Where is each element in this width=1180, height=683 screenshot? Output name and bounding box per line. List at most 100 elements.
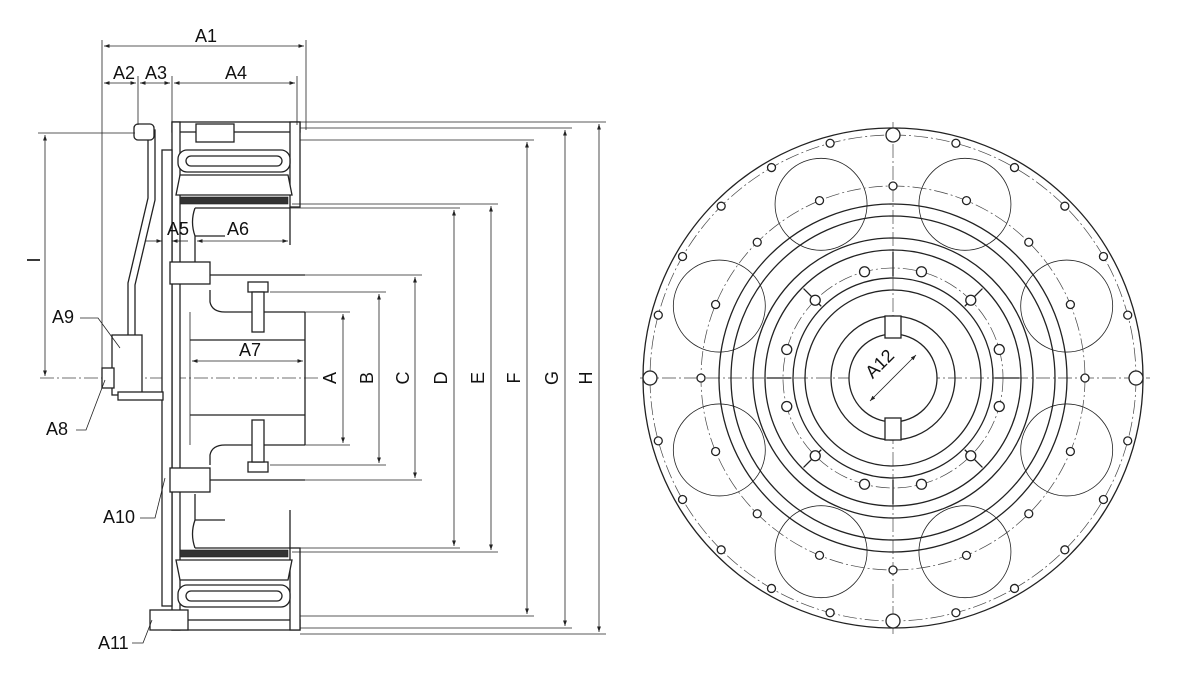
tube-bolt-hole [710, 299, 721, 310]
bolt-head-lower [247, 461, 269, 473]
outer-bolt-hole [951, 138, 961, 148]
hub-bolt-hole [809, 294, 821, 306]
tube-lobes [672, 157, 1114, 599]
hub-bolt-hole [781, 400, 793, 413]
tube-bolt-hole [1065, 446, 1076, 457]
tube-bolt-hole [961, 550, 972, 561]
leader-a9 [80, 317, 121, 349]
tube-lobe [1020, 259, 1114, 353]
bolt-shank-lower [251, 419, 265, 463]
label-a3: A3 [145, 63, 167, 83]
outer-bolt-hole [825, 138, 835, 148]
bolt-head-upper [247, 281, 269, 293]
outer-bolt-hole [653, 436, 663, 446]
outer-bolt-hole [1123, 310, 1133, 320]
outer-bolt-hole [885, 613, 901, 629]
hub-bolt-hole [858, 478, 871, 490]
tube-bolt-hole [752, 509, 762, 519]
label-b: B [357, 372, 377, 384]
tube-bolt-hole [752, 237, 762, 247]
tube-bolt-hole [696, 373, 706, 383]
hub-bolt-holes [781, 266, 1005, 490]
leader-a11 [132, 619, 153, 644]
hub-flange [792, 277, 994, 479]
hub-bolt-hole [993, 343, 1005, 356]
tube-lobe [918, 505, 1012, 599]
label-a2: A2 [113, 63, 135, 83]
housing-ring-mid [730, 215, 1056, 541]
tube-bolt-holes [696, 181, 1090, 575]
tube-bolt-hole [814, 550, 825, 561]
pressure-bladder-bottom [175, 559, 293, 581]
hub-bolt-circle [782, 267, 1004, 489]
outer-bolt-hole [951, 608, 961, 618]
tube-lobe [774, 505, 868, 599]
bolt-shank-upper [251, 291, 265, 333]
side-section-view: I A1 A2 A3 A4 A5 A6 A7 A9 A8 A10 A11 [24, 26, 606, 653]
bottom-fitting [149, 609, 189, 631]
bottom-flange [171, 619, 301, 631]
top-flange [171, 121, 301, 133]
label-a6: A6 [227, 219, 249, 239]
hub-bolt-hole [915, 266, 928, 278]
outer-bolt-hole [642, 370, 658, 386]
pipe-elbow [133, 123, 155, 141]
pressure-bladder-top [175, 174, 293, 196]
tube-bolt-hole [814, 195, 825, 206]
label-a7: A7 [239, 340, 261, 360]
tube-bolt-hole [1080, 373, 1090, 383]
keyway-top [884, 315, 902, 339]
tube-bolt-hole [710, 446, 721, 457]
label-a1: A1 [195, 26, 217, 46]
tube-lower-inner [185, 590, 283, 602]
leader-a10 [140, 477, 166, 519]
tube-bolt-hole [888, 181, 898, 191]
outer-bolt-hole [885, 127, 901, 143]
label-a4: A4 [225, 63, 247, 83]
outer-bolt-hole [653, 310, 663, 320]
keyway-bottom [884, 417, 902, 441]
hub-bolt-hole [915, 478, 928, 490]
friction-lining-top [179, 196, 289, 205]
tube-bolt-hole [961, 195, 972, 206]
rotary-union [111, 334, 143, 396]
label-a9: A9 [52, 307, 74, 327]
outer-bolt-hole [766, 583, 777, 594]
outer-bolt-hole [1128, 370, 1144, 386]
tube-lobe [672, 403, 766, 497]
tube-bolt-hole [888, 565, 898, 575]
label-c: C [393, 372, 413, 385]
outer-bolt-holes [642, 127, 1144, 629]
label-d: D [431, 372, 451, 385]
label-h: H [576, 372, 596, 385]
clamp-screw-lower [169, 467, 211, 493]
hub-bolt-hole [809, 450, 821, 462]
hub-bolt-hole [858, 266, 871, 278]
tube-lobe [918, 157, 1012, 251]
dim-a12 [869, 354, 917, 402]
tube-bolt-hole [1024, 509, 1034, 519]
label-a8: A8 [46, 419, 68, 439]
outer-bolt-hole [1009, 583, 1020, 594]
outer-bolt-hole [677, 251, 688, 262]
housing-ring-outer [718, 203, 1068, 553]
outer-bolt-hole [1098, 494, 1109, 505]
drum-bottom-contour [191, 494, 291, 549]
label-a10: A10 [103, 507, 135, 527]
hub-top [209, 274, 305, 313]
drum-inner [764, 249, 1022, 507]
clamp-screw-upper [169, 261, 211, 285]
leader-a8 [76, 379, 106, 431]
union-bracket [117, 391, 164, 401]
label-a: A [320, 372, 340, 384]
tube-bolt-hole [1024, 237, 1034, 247]
outer-bolt-hole [677, 494, 688, 505]
outer-bolt-hole [825, 608, 835, 618]
air-pipe-inner [127, 130, 149, 340]
drum-outer [752, 237, 1034, 519]
hub-bottom [209, 444, 305, 481]
hub-bolt-hole [781, 343, 793, 356]
label-f: F [504, 373, 524, 384]
tube-lobe [1020, 403, 1114, 497]
